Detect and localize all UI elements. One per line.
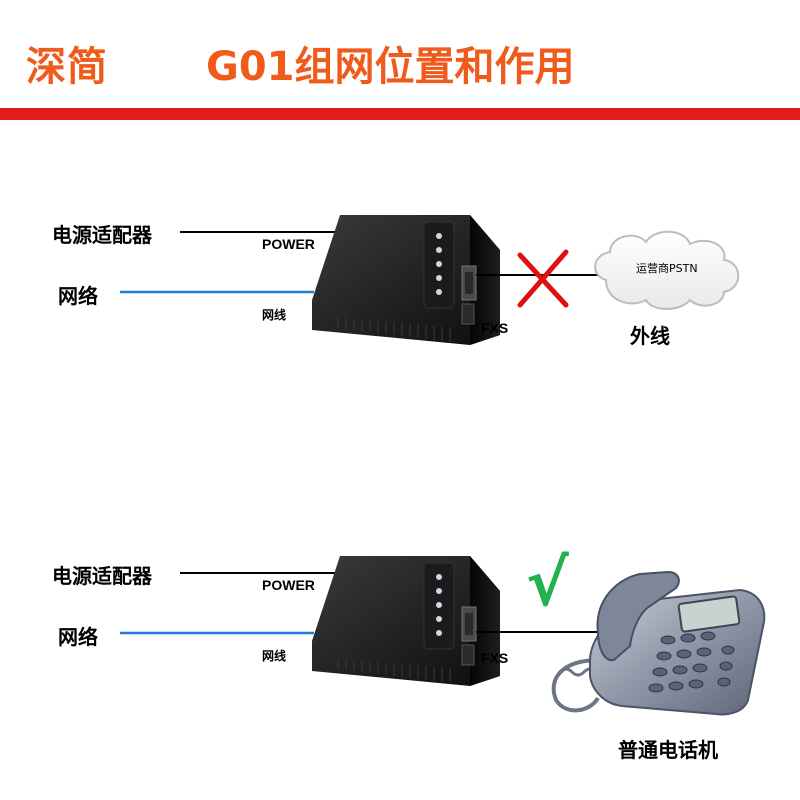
red-cross-icon	[517, 249, 569, 308]
green-check-icon: √	[526, 547, 569, 621]
network-label: 网络	[58, 625, 98, 649]
fxs-port-label: FXS	[481, 320, 509, 336]
cable-label: 网线	[262, 649, 287, 663]
telephone-icon	[551, 570, 766, 716]
cloud-label: 运营商PSTN	[636, 262, 698, 275]
fxs-port-label: FXS	[481, 650, 509, 666]
power-port-label: POWER	[262, 236, 315, 252]
power-adapter-label: 电源适配器	[52, 223, 152, 247]
gateway-device	[312, 215, 500, 345]
phone-label: 普通电话机	[618, 738, 718, 762]
cable-label: 网线	[262, 308, 287, 322]
power-adapter-label: 电源适配器	[52, 564, 152, 588]
network-label: 网络	[58, 284, 98, 308]
power-port-label: POWER	[262, 577, 315, 593]
cloud-icon	[594, 230, 740, 310]
outside-line-label: 外线	[630, 324, 670, 348]
brand-logo: 深简	[26, 44, 108, 90]
gateway-device	[312, 556, 500, 686]
header: 深简 G01组网位置和作用	[0, 0, 800, 120]
scenario-2	[120, 556, 766, 716]
header-divider	[0, 108, 800, 120]
page-title: G01组网位置和作用	[206, 44, 575, 90]
scenario-1	[120, 215, 740, 345]
